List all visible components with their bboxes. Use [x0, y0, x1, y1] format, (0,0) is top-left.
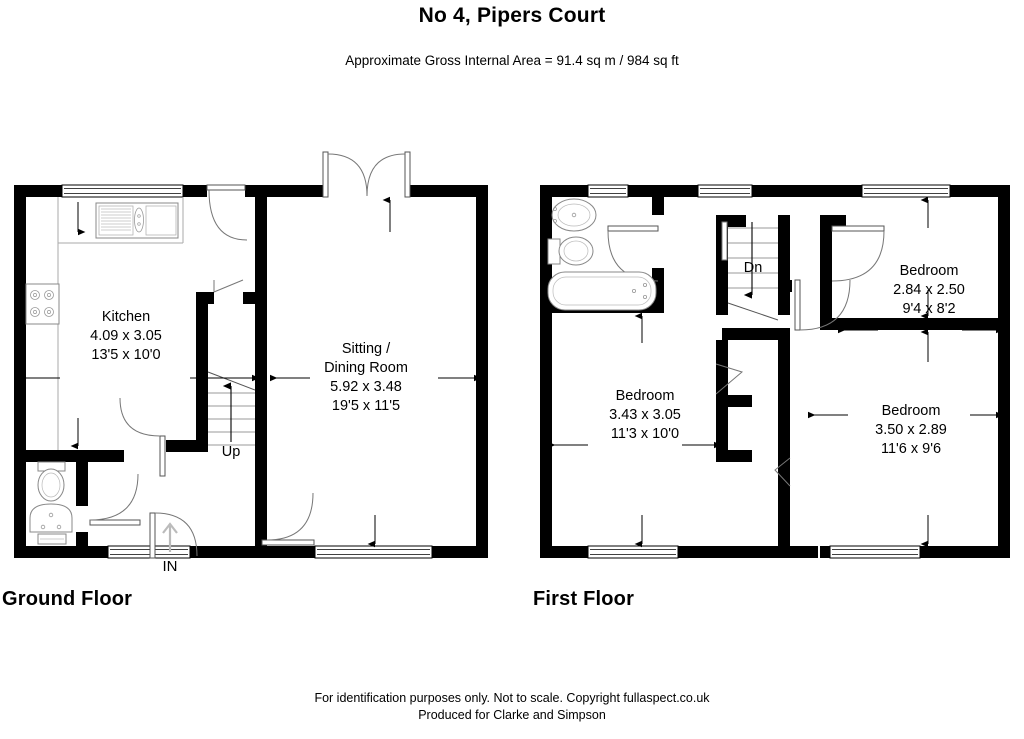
room-label-bedroom-3: Bedroom 2.84 x 2.50 9'4 x 8'2: [874, 262, 984, 319]
room-imperial-dimensions: 11'3 x 10'0: [610, 426, 680, 442]
ground-floor-walls: [14, 185, 488, 558]
door-stair-landing: [721, 221, 728, 261]
staircase-up: [207, 371, 256, 446]
staircase-down: [727, 222, 779, 321]
ground-floor-windows: [61, 184, 433, 559]
room-imperial-dimensions: 19'5 x 11'5: [331, 398, 401, 414]
door-french-sitting: [322, 151, 411, 198]
door-kitchen-hall: [206, 184, 248, 241]
room-name: Bedroom: [899, 263, 959, 279]
hob-icon: [25, 283, 60, 325]
room-name: Kitchen: [101, 309, 151, 325]
room-metric-dimensions: 4.09 x 3.05: [90, 328, 162, 344]
window-bedroom-2: [587, 545, 679, 559]
toilet-icon: [547, 236, 594, 266]
room-name-line-1: Sitting /: [341, 341, 391, 357]
ground-floor-title: Ground Floor: [2, 588, 133, 610]
first-floor-title: First Floor: [533, 588, 635, 610]
page-title: No 4, Pipers Court: [418, 4, 606, 27]
door-entrance: [149, 512, 198, 559]
room-name-line-2: Dining Room: [324, 360, 408, 376]
bath-icon: [547, 271, 657, 311]
page-subtitle: Approximate Gross Internal Area = 91.4 s…: [345, 53, 679, 68]
door-wc: [89, 473, 141, 526]
window-wc: [107, 545, 191, 559]
ground-floor-drawing: Kitchen 4.09 x 3.05 13'5 x 10'0 Sitting …: [0, 140, 510, 580]
room-label-bedroom-1: Bedroom 3.50 x 2.89 11'6 x 9'6: [856, 402, 966, 459]
room-imperial-dimensions: 9'4 x 8'2: [902, 301, 956, 317]
ground-floor-internal-walls: [20, 292, 267, 558]
stair-direction-label-up: Up: [221, 444, 241, 460]
bathroom-fixtures: [547, 198, 657, 311]
window-sitting-room: [314, 545, 433, 559]
first-floor-doors: [607, 221, 885, 487]
room-imperial-dimensions: 11'6 x 9'6: [880, 441, 942, 457]
ground-floor-doors: [89, 151, 411, 559]
window-bedroom-1: [829, 545, 921, 559]
window-bedroom-3: [861, 184, 951, 198]
first-floor-dimension-arrows: [548, 196, 1004, 548]
door-bedroom-2: [715, 363, 744, 395]
door-bedroom-3: [831, 225, 885, 282]
window-kitchen: [61, 184, 184, 198]
room-metric-dimensions: 3.50 x 2.89: [875, 422, 947, 438]
stair-direction-label-down: Dn: [743, 260, 763, 276]
ground-floor-dimension-arrows: [20, 196, 482, 548]
first-floor-internal-walls: [546, 195, 998, 558]
room-metric-dimensions: 2.84 x 2.50: [893, 282, 965, 298]
window-bathroom: [587, 184, 629, 198]
footer-disclaimer: For identification purposes only. Not to…: [314, 691, 710, 705]
room-metric-dimensions: 3.43 x 3.05: [609, 407, 681, 423]
door-hall-sitting: [261, 492, 315, 546]
window-landing: [697, 184, 753, 198]
door-stair-top: [213, 279, 244, 293]
room-name: Bedroom: [615, 388, 675, 404]
door-kitchen-lower: [119, 397, 166, 477]
first-floor-windows: [587, 184, 951, 559]
wc-fixtures: [29, 461, 73, 545]
wash-basin-icon: [551, 198, 597, 232]
first-floor-walls: [540, 185, 1010, 558]
footer-producer: Produced for Clarke and Simpson: [418, 708, 606, 722]
room-metric-dimensions: 5.92 x 3.48: [330, 379, 402, 395]
room-label-sitting-dining: Sitting / Dining Room 5.92 x 3.48 19'5 x…: [306, 340, 426, 416]
entrance-arrow-icon: [162, 522, 178, 552]
room-name: Bedroom: [881, 403, 941, 419]
entrance-label: IN: [162, 558, 178, 575]
sink-icon: [95, 202, 179, 239]
door-cupboard: [774, 457, 791, 487]
toilet-icon: [37, 461, 66, 502]
room-label-kitchen: Kitchen 4.09 x 3.05 13'5 x 10'0: [76, 308, 176, 365]
kitchen-fixtures: [25, 197, 184, 450]
door-bedroom-1: [794, 279, 851, 331]
first-floor-drawing: Bedroom 2.84 x 2.50 9'4 x 8'2 Bedroom 3.…: [530, 140, 1024, 580]
room-imperial-dimensions: 13'5 x 10'0: [91, 347, 161, 363]
wash-basin-icon: [29, 503, 73, 545]
room-label-bedroom-2: Bedroom 3.43 x 3.05 11'3 x 10'0: [590, 387, 700, 444]
